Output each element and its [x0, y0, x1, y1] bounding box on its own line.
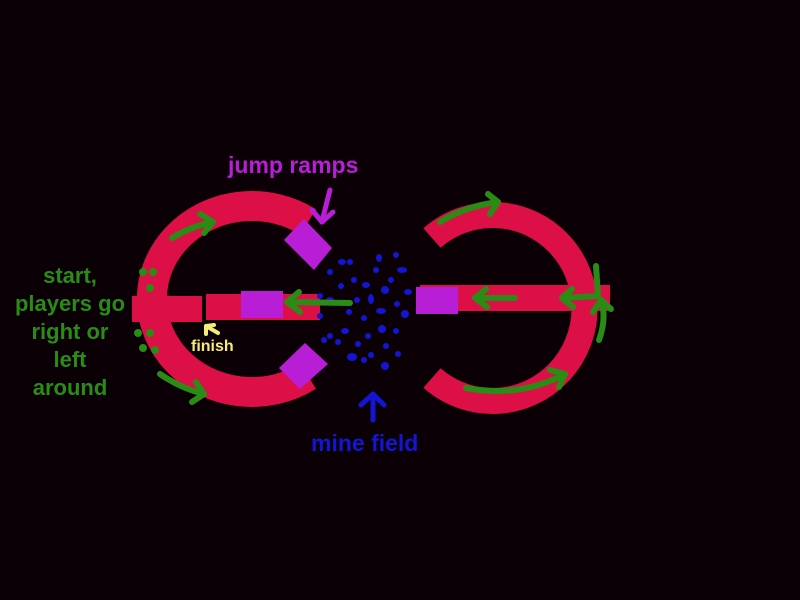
- start-dot-icon: [146, 284, 154, 292]
- start-line-2: players go: [14, 291, 126, 316]
- mine-dot-icon: [361, 315, 367, 321]
- mine-dot-icon: [317, 313, 323, 319]
- arrow-right-ring-bottom-icon: [463, 371, 568, 394]
- mine-dot-icon: [404, 289, 412, 295]
- jump-ramp-left-icon: [241, 291, 283, 318]
- mine-dot-icon: [373, 267, 379, 273]
- mine-dot-icon: [347, 353, 357, 361]
- arrow-right-bar-entry-icon: [559, 263, 601, 301]
- arrow-right-bar-entry-icon-head: [559, 286, 576, 310]
- start-dot-icon: [146, 329, 154, 337]
- mine-dot-icon: [338, 259, 346, 265]
- start-line-4: left: [53, 347, 87, 372]
- start-dot-icon: [139, 344, 147, 352]
- mine-dot-icon: [346, 309, 352, 315]
- start-line-5: around: [32, 375, 108, 400]
- start-dot-icon: [139, 268, 147, 276]
- mine-dot-icon: [376, 308, 386, 314]
- mine-dot-icon: [351, 277, 357, 283]
- start-dot-icon: [149, 268, 157, 276]
- mine-dot-icon: [361, 357, 367, 363]
- start-line-1: start,: [43, 263, 97, 288]
- arrow-layer: [134, 187, 614, 423]
- arrow-right-bar-icon-head: [472, 286, 490, 310]
- start-line-3: right or: [31, 319, 109, 344]
- mine-dot-icon: [355, 341, 361, 347]
- mine-dot-icon: [401, 310, 409, 318]
- mine-dot-icon: [317, 293, 323, 299]
- mine-dot-icon: [368, 352, 374, 358]
- mine-dot-icon: [327, 269, 333, 275]
- arrow-left-ring-bottom-icon-head: [189, 379, 207, 405]
- mine-dot-icon: [354, 297, 360, 303]
- ramp-layer: [241, 219, 458, 389]
- mine-dot-icon: [395, 351, 401, 357]
- arrow-right-ring-top-icon-head: [485, 191, 501, 217]
- mine-dot-icon: [383, 343, 389, 349]
- left-bar-start-segment: [132, 296, 202, 322]
- mine-dot-icon: [394, 301, 400, 307]
- mine-dot-icon: [347, 259, 353, 265]
- jump-ramp-upper-icon: [284, 219, 332, 270]
- mine-dot-icon: [362, 282, 370, 288]
- arrow-right-ring-top-icon: [437, 199, 501, 225]
- mine-dot-icon: [341, 328, 349, 334]
- arrow-right-ring-bottom-icon-head: [547, 367, 568, 390]
- mine-dot-icon: [393, 328, 399, 334]
- arrow-right-ring-side-icon-head: [590, 297, 614, 315]
- start-instructions-label: start, players go right or left around: [0, 262, 140, 402]
- mine-dot-icon: [388, 277, 394, 283]
- start-dot-icon: [134, 329, 142, 337]
- jump-ramp-lower-icon: [279, 343, 328, 389]
- mine-dot-icon: [321, 337, 327, 343]
- mine-dot-icon: [393, 252, 399, 258]
- arrow-left-bar-icon-head: [284, 289, 303, 315]
- mine-field-layer: [317, 252, 412, 370]
- mine-dot-icon: [335, 339, 341, 345]
- mine-field-label: mine field: [311, 430, 419, 456]
- mine-dot-icon: [378, 325, 386, 333]
- finish-arrow-head-icon: [204, 323, 216, 336]
- mine-dot-icon: [381, 286, 389, 294]
- mine-dot-icon: [365, 333, 371, 339]
- jump-ramps-label: jump ramps: [228, 152, 359, 178]
- mine-dot-icon: [381, 362, 389, 370]
- finish-label: finish: [191, 338, 234, 355]
- mine-dot-icon: [338, 283, 344, 289]
- mine-dot-icon: [397, 267, 407, 273]
- arrow-left-ring-top-icon-head: [197, 211, 216, 236]
- mine-dot-icon: [376, 254, 382, 262]
- jump-ramps-pointer-head-icon: [309, 207, 336, 225]
- arrow-left-bar-icon: [284, 299, 353, 306]
- mine-dot-icon: [327, 333, 333, 339]
- mine-dot-icon: [368, 294, 374, 304]
- mine-field-pointer-head-icon: [358, 391, 387, 408]
- jump-ramp-right-icon: [416, 287, 458, 314]
- start-dot-icon: [151, 346, 159, 354]
